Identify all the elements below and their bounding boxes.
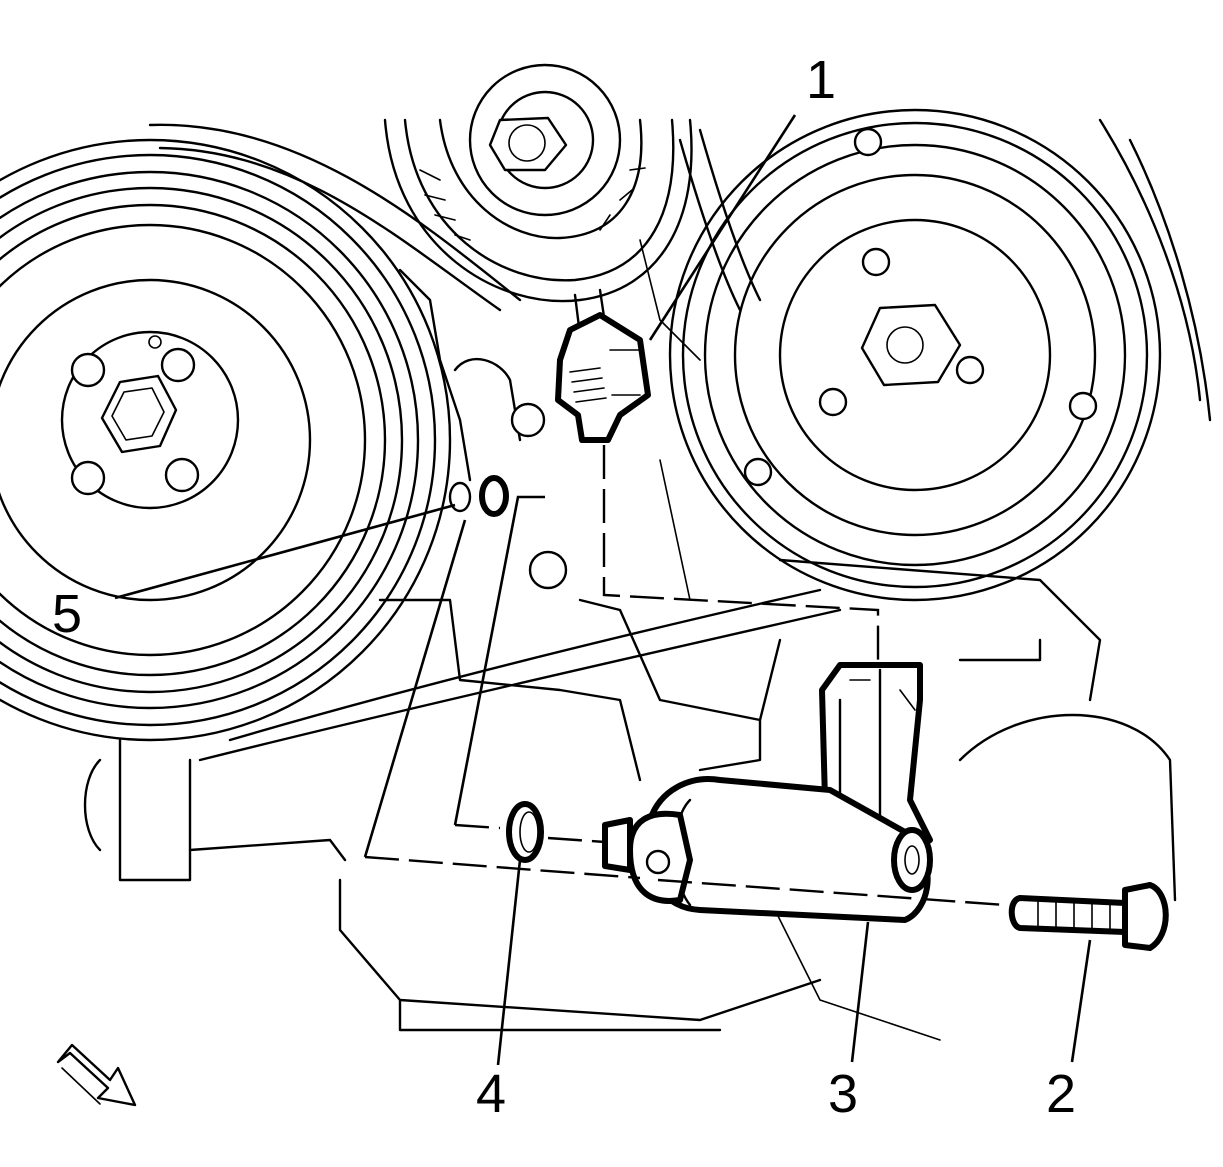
crankshaft-pulley <box>0 138 452 742</box>
callout-2: 2 <box>1046 1064 1076 1124</box>
callout-1: 1 <box>806 50 836 110</box>
drive-belt <box>148 123 842 762</box>
tensioner-pulley <box>383 63 693 303</box>
view-direction-arrow-icon <box>56 1043 137 1107</box>
callout-4: 4 <box>476 1064 506 1124</box>
seal-ring-4 <box>506 801 544 863</box>
callout-labels: 1 2 3 4 5 <box>52 50 1076 1124</box>
assembly-paths <box>363 445 1006 907</box>
compressor-pulley <box>668 108 1212 602</box>
seal-rings <box>448 475 544 863</box>
engine-block <box>83 239 1177 1041</box>
position-sensor <box>602 662 933 923</box>
mounting-bolt <box>1008 882 1169 951</box>
callout-5: 5 <box>52 584 82 644</box>
seal-ring-5 <box>448 481 472 513</box>
leader-lines <box>114 114 1092 1066</box>
electrical-connector <box>555 288 651 443</box>
callout-3: 3 <box>828 1064 858 1124</box>
engine-background <box>0 63 1212 1041</box>
